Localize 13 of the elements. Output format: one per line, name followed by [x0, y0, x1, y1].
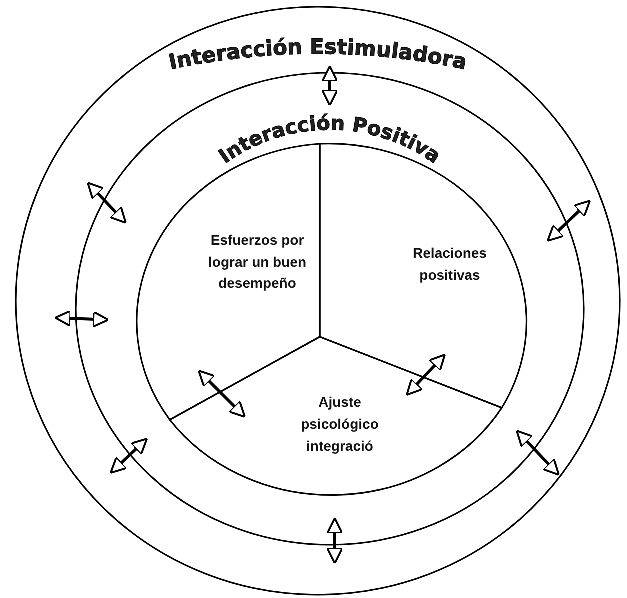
double-arrow — [516, 430, 560, 476]
double-arrow — [110, 438, 148, 474]
sector-label: Relaciones positivas — [412, 244, 488, 285]
double-arrow — [326, 518, 344, 564]
double-arrow — [198, 370, 246, 418]
double-arrow — [322, 66, 338, 106]
ring-title: Interacción Estimuladora — [166, 35, 470, 75]
double-arrow — [546, 200, 592, 242]
sector-label: Ajuste psicológico integració — [300, 393, 380, 456]
double-arrow — [87, 182, 127, 224]
double-arrow — [54, 310, 110, 328]
double-arrow — [406, 354, 446, 396]
sector-label: Esfuerzos por lograr un buen desempeño — [208, 230, 308, 294]
